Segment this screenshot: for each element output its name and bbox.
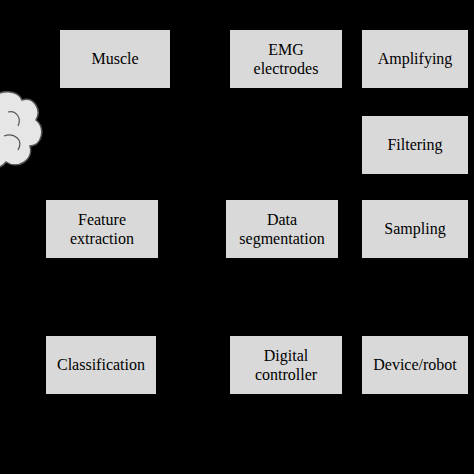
box-label: EMG electrodes: [236, 40, 336, 78]
process-box: Classification: [46, 336, 156, 394]
box-label: Digital controller: [236, 346, 336, 384]
cloud-fold: [4, 112, 20, 150]
process-box: Filtering: [362, 116, 468, 174]
process-box: EMG electrodes: [230, 30, 342, 88]
box-label: Filtering: [387, 135, 442, 154]
box-label: Data segmentation: [232, 210, 332, 248]
process-box: Data segmentation: [226, 200, 338, 258]
process-box: Feature extraction: [46, 200, 158, 258]
box-label: Muscle: [91, 49, 138, 68]
box-label: Feature extraction: [52, 210, 152, 248]
process-box: Muscle: [60, 30, 170, 88]
process-box: Sampling: [362, 200, 468, 258]
box-label: Amplifying: [378, 49, 453, 68]
box-label: Classification: [57, 355, 145, 374]
process-box: Digital controller: [230, 336, 342, 394]
box-label: Sampling: [384, 219, 445, 238]
cloud-symbol: [0, 92, 42, 168]
box-label: Device/robot: [373, 355, 457, 374]
process-box: Amplifying: [362, 30, 468, 88]
process-box: Device/robot: [362, 336, 468, 394]
